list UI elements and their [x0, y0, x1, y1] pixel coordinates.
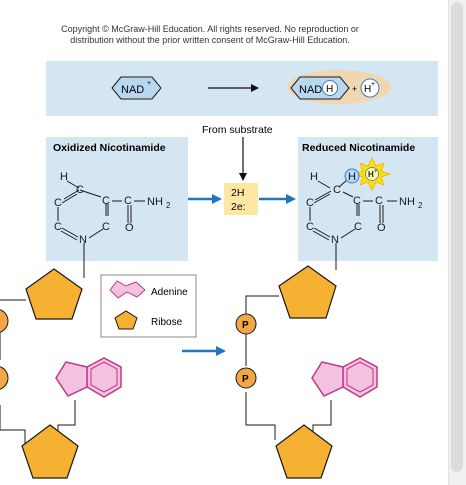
- svg-text:C: C: [306, 221, 314, 233]
- electron-2h: 2H: [231, 187, 244, 199]
- electron-box: [224, 183, 258, 215]
- svg-text:N: N: [79, 234, 87, 246]
- reduced-panel: [298, 137, 438, 261]
- nadh-label: NAD: [299, 84, 322, 96]
- ribose-pentagon-left-top: [25, 268, 83, 320]
- ribose-legend-icon: [114, 310, 138, 330]
- h-plus-label: H: [368, 170, 374, 179]
- reduced-title: Reduced Nicotinamide: [302, 142, 415, 154]
- h-plus-sun: H +: [352, 157, 392, 191]
- reduced-atom-labels: H H C C C C NH 2 C C O N: [306, 171, 423, 246]
- phosphate-left-1: [0, 309, 9, 333]
- adenine-legend-icon: [109, 280, 146, 299]
- ribose-pentagon-left-bottom: [21, 424, 79, 479]
- copyright-line-1: Copyright © McGraw-Hill Education. All r…: [61, 24, 359, 34]
- svg-text:C: C: [353, 195, 361, 207]
- svg-text:O: O: [377, 222, 386, 234]
- oxidized-title: Oxidized Nicotinamide: [53, 142, 166, 154]
- electron-2e: 2e:: [231, 201, 246, 213]
- svg-text:C: C: [102, 221, 110, 233]
- nad-reduction-diagram: NAD + NAD H + H + From substrate Oxidize…: [0, 61, 438, 479]
- adenine-left: [55, 357, 122, 398]
- copyright-line-2: distribution without the prior written c…: [70, 35, 350, 45]
- svg-text:C: C: [124, 195, 132, 207]
- nad-oxidized-charge: +: [147, 80, 151, 87]
- nadh-product-group: NAD H + H +: [287, 70, 391, 104]
- ribose-pentagon-right-bottom: [275, 424, 333, 479]
- phosphate-left-2: [0, 366, 9, 390]
- svg-text:C: C: [102, 195, 110, 207]
- svg-text:2: 2: [166, 201, 171, 210]
- svg-text:2: 2: [418, 201, 423, 210]
- svg-text:C: C: [375, 195, 383, 207]
- reduced-nicotinamide-structure: [309, 179, 397, 270]
- nadh-h-label: H: [326, 84, 333, 95]
- svg-text:C: C: [354, 221, 362, 233]
- right-backbone: [245, 295, 332, 440]
- oxidized-atom-labels: H C C C C NH 2 C C O N: [54, 171, 171, 246]
- oxidized-panel: [46, 137, 188, 261]
- svg-text:NH: NH: [399, 196, 415, 208]
- svg-text:H: H: [310, 171, 318, 183]
- h-plus-charge: +: [374, 169, 378, 175]
- nadh-h-atom: [322, 80, 338, 96]
- scrollbar-thumb[interactable]: [451, 2, 463, 472]
- svg-text:P: P: [242, 374, 249, 385]
- svg-text:C: C: [54, 221, 62, 233]
- equation-plus: +: [352, 84, 357, 94]
- proton-circle: [360, 78, 380, 98]
- copyright-notice: Copyright © McGraw-Hill Education. All r…: [0, 24, 420, 46]
- svg-text:N: N: [331, 234, 339, 246]
- ribose-pentagon-right-top: [278, 265, 337, 319]
- oxidized-nicotinamide-structure: [57, 180, 145, 278]
- nad-oxidized-label: NAD: [121, 84, 144, 96]
- left-backbone: [0, 299, 76, 448]
- phosphate-right-1: P: [235, 313, 257, 335]
- adenine-right: [311, 357, 378, 398]
- proton-charge: +: [371, 81, 375, 88]
- svg-text:NH: NH: [147, 196, 163, 208]
- nad-oxidized-badge: NAD +: [111, 76, 162, 100]
- added-hydrogen-atom: [344, 168, 360, 184]
- svg-text:H: H: [60, 171, 68, 183]
- svg-text:H: H: [348, 171, 356, 183]
- legend-adenine-label: Adenine: [151, 287, 188, 298]
- svg-text:P: P: [242, 320, 249, 331]
- from-substrate-label: From substrate: [202, 124, 273, 136]
- svg-text:C: C: [76, 184, 84, 196]
- proton-label: H: [364, 84, 371, 95]
- svg-text:C: C: [306, 197, 314, 209]
- phosphate-right-2: P: [235, 367, 257, 389]
- svg-text:O: O: [125, 222, 134, 234]
- legend-ribose-label: Ribose: [151, 317, 183, 328]
- svg-text:C: C: [333, 184, 341, 196]
- svg-text:C: C: [54, 197, 62, 209]
